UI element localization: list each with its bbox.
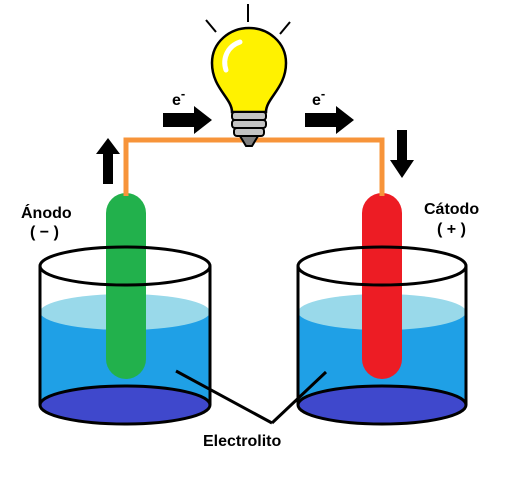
arrow-up-icon [96,138,120,184]
arrow-right-icon [305,106,354,134]
bulb-base [231,111,267,121]
bulb-tip [238,135,260,147]
bulb-ray [205,19,217,33]
bulb-base [233,127,265,137]
cathode-label: Cátodo [424,201,479,218]
anode-label: Ánodo [21,203,72,222]
arrow-down-icon [390,130,414,178]
anode-sign-label: ( − ) [30,224,59,241]
lightbulb-icon [205,4,291,147]
cathode-sign-label: ( + ) [437,221,466,238]
electrolyte-pointer-right [270,370,328,425]
electron-flow-arrows [96,106,414,184]
left-beaker-rim [38,245,212,287]
bulb-ray [279,21,291,35]
electrolyte-pointer-left [175,369,273,425]
right-beaker [296,193,468,426]
external-wire [123,137,385,196]
bulb-highlight [222,39,243,73]
electrolyte-label: Electrolito [203,433,281,450]
left-beaker-bottom [38,384,212,426]
electron-label-left: e- [172,86,185,109]
right-beaker-bottom [296,384,468,426]
arrow-right-icon [163,106,212,134]
left-beaker [38,193,212,426]
bulb-glass [210,26,288,114]
electron-label-right: e- [312,86,325,109]
bulb-base [231,119,267,129]
right-beaker-rim [296,245,468,287]
